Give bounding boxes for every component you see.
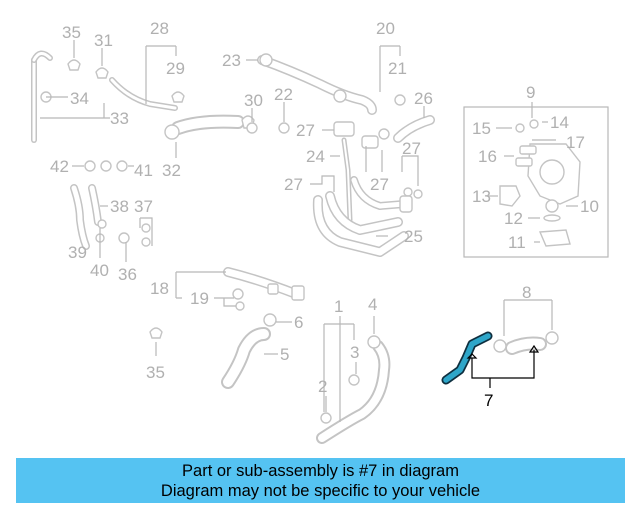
label-18: 18 — [150, 279, 169, 298]
label-13: 13 — [472, 187, 491, 206]
label-27c: 27 — [370, 175, 389, 194]
label-38: 38 — [110, 197, 129, 216]
pipe-24 — [341, 137, 353, 223]
label-29: 29 — [166, 59, 185, 78]
label-35-bottom: 35 — [146, 363, 165, 382]
label-17: 17 — [566, 133, 585, 152]
clip-35-top — [67, 59, 81, 71]
label-16: 16 — [478, 147, 497, 166]
thermostat-housing-9 — [499, 119, 581, 247]
label-20: 20 — [376, 19, 395, 38]
label-26: 26 — [414, 89, 433, 108]
label-36: 36 — [118, 265, 137, 284]
pipe-1 — [316, 335, 391, 444]
label-15: 15 — [472, 119, 491, 138]
label-2: 2 — [318, 377, 327, 396]
label-42: 42 — [50, 157, 69, 176]
hose-32 — [109, 77, 255, 140]
label-24: 24 — [306, 147, 325, 166]
banner-line-part-number: Part or sub-assembly is #7 in diagram — [182, 461, 459, 480]
hose-26 — [393, 115, 435, 143]
pipe-bundle-25 — [312, 176, 413, 257]
label-10: 10 — [580, 197, 599, 216]
hose-39 — [70, 184, 102, 250]
banner-line-disclaimer: Diagram may not be specific to your vehi… — [160, 481, 481, 500]
label-11: 11 — [508, 233, 526, 252]
part-8-hose — [493, 331, 559, 355]
label-27a: 27 — [296, 121, 315, 140]
clips-41-42 — [84, 160, 128, 172]
label-25: 25 — [404, 227, 423, 246]
label-12: 12 — [504, 209, 523, 228]
label-14: 14 — [550, 113, 569, 132]
label-41: 41 — [134, 161, 153, 180]
label-27d: 27 — [402, 139, 421, 158]
label-32: 32 — [162, 161, 181, 180]
label-4: 4 — [368, 295, 377, 314]
label-9: 9 — [526, 83, 535, 102]
label-35-top: 35 — [62, 23, 81, 42]
label-39: 39 — [68, 243, 87, 262]
hose-23 — [257, 53, 406, 115]
clips-22-30 — [246, 122, 290, 134]
part-9-inset-box — [463, 106, 609, 258]
label-27b: 27 — [284, 175, 303, 194]
label-34: 34 — [70, 89, 89, 108]
label-8: 8 — [522, 283, 531, 302]
label-5: 5 — [280, 345, 289, 364]
label-23: 23 — [222, 51, 241, 70]
info-banner: Part or sub-assembly is #7 in diagram Di… — [16, 458, 625, 503]
label-21: 21 — [388, 59, 407, 78]
pipe-rail-18 — [223, 267, 305, 311]
label-30: 30 — [244, 91, 263, 110]
label-37: 37 — [134, 197, 153, 216]
label-40: 40 — [90, 261, 109, 280]
label-3: 3 — [350, 343, 359, 362]
label-31: 31 — [94, 31, 113, 50]
label-28: 28 — [150, 19, 169, 38]
label-19: 19 — [190, 289, 209, 308]
label-7: 7 — [484, 391, 493, 410]
label-33: 33 — [110, 109, 129, 128]
label-1: 1 — [334, 297, 343, 316]
label-6: 6 — [294, 313, 303, 332]
caps-27 — [333, 121, 390, 149]
label-22: 22 — [274, 85, 293, 104]
clip-31 — [95, 67, 109, 79]
clips-36-37-40 — [95, 219, 151, 247]
clip-6 — [263, 313, 277, 327]
hose-5 — [221, 327, 271, 389]
clip-35-bottom — [149, 327, 163, 339]
hose-7-highlighted — [441, 331, 493, 385]
